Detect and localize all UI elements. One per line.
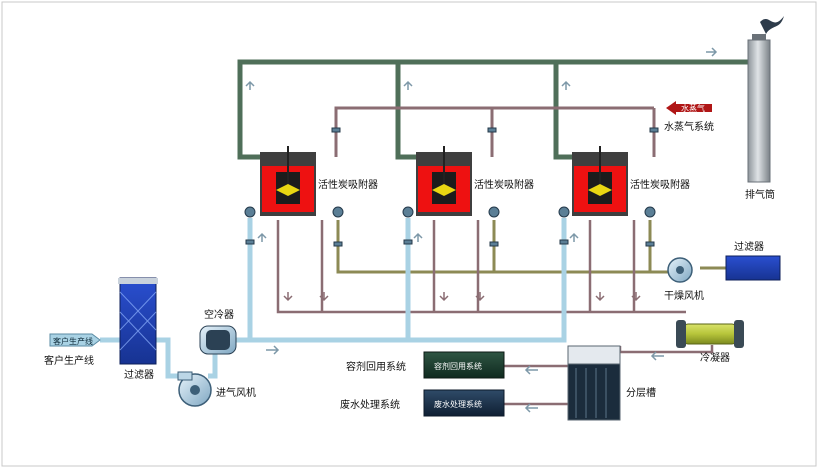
wastewater-box (423, 389, 505, 417)
steam-system-label: 水蒸气系统 (664, 120, 714, 133)
customer-line-tag-label: 客户生产线 (53, 336, 93, 346)
dry-air-pipe-network (336, 220, 760, 274)
intake-fan-label: 进气风机 (216, 386, 256, 399)
layer-tank (567, 345, 621, 421)
condenser-label: 冷凝器 (700, 351, 730, 364)
dry-fan-label: 干燥风机 (664, 289, 704, 302)
steam-tag (666, 101, 712, 115)
output-pipe-network (504, 364, 570, 406)
condenser (676, 320, 744, 348)
adsorber-2-label: 活性炭吸附器 (474, 178, 534, 191)
adsorber-2 (416, 146, 472, 216)
adsorber-3 (572, 146, 628, 216)
solvent-recovery-box (423, 351, 505, 379)
solvent-recovery-box-label: 容剂回用系统 (434, 361, 482, 371)
intake-fan (177, 371, 212, 407)
filter-right-label: 过滤器 (734, 240, 764, 253)
customer-line-tag (49, 333, 101, 347)
condensate-pipe-network (276, 220, 714, 354)
flow-arrows (245, 47, 718, 413)
air-cooler-label: 空冷器 (204, 308, 234, 321)
customer-line-label: 客户生产线 (44, 354, 94, 367)
solvent-recovery-label: 容剂回用系统 (346, 360, 406, 373)
adsorber-1 (260, 146, 316, 216)
adsorber-valves (244, 127, 659, 247)
wastewater-box-label: 废水处理系统 (434, 399, 482, 409)
down-arrows (283, 292, 641, 302)
filter-left-label: 过滤器 (124, 368, 154, 381)
intake-pipe-network (100, 218, 567, 379)
exhaust-stack-label: 排气筒 (745, 188, 775, 201)
exhaust-pipe-network (237, 59, 748, 160)
layer-tank-label: 分层槽 (626, 386, 656, 399)
adsorber-3-label: 活性炭吸附器 (630, 178, 690, 191)
filter-left (118, 277, 158, 365)
exhaust-stack (747, 16, 784, 183)
air-cooler (199, 325, 237, 355)
adsorber-1-label: 活性炭吸附器 (318, 178, 378, 191)
steam-tag-label: 水蒸气 (681, 103, 705, 113)
wastewater-label: 废水处理系统 (340, 398, 400, 411)
filter-right (725, 255, 781, 281)
dry-fan (667, 257, 693, 283)
